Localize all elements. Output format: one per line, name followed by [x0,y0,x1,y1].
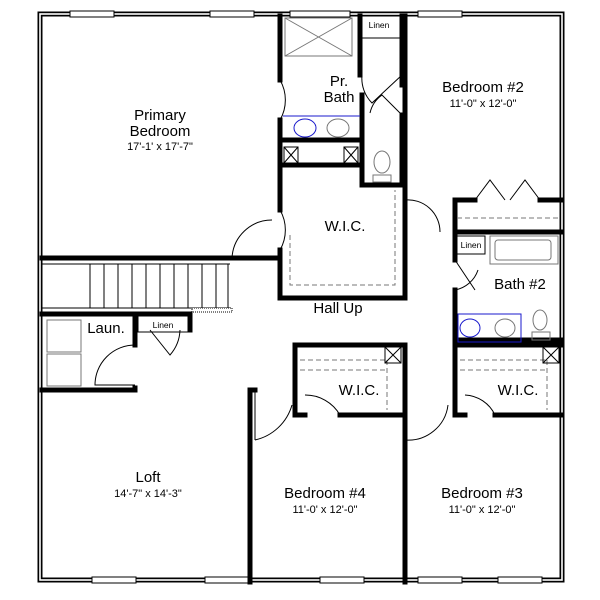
doors [94,74,541,441]
bedroom4-wic-label: W.I.C. [339,382,380,399]
laundry-label: Laun. [87,320,125,337]
primary-linen-closet [361,15,403,39]
primary-wic-label: W.I.C. [325,218,366,235]
bedroom2-label: Bedroom #2 [442,79,524,96]
sink-icon [326,118,350,138]
bedroom3-label: Bedroom #3 [441,485,523,502]
primary-bedroom-label: Bedroom [130,123,191,140]
primary-bedroom-label: Primary [134,107,186,124]
bath2-label: Bath #2 [494,276,546,293]
dryer [46,353,82,387]
interior-walls [39,13,565,585]
bedroom3-wic-label: W.I.C. [498,382,539,399]
stairs [42,263,233,313]
bathtub [489,235,559,265]
bath2-linen-label: Linen [461,240,482,250]
bath2-linen-closet [456,235,486,255]
room-labels: Primary Bedroom 17'-1' x 17'-7" Pr. Bath… [87,20,546,516]
primary-bath-label: Bath [324,89,355,106]
sink-icon [293,118,317,138]
primary-linen-label: Linen [369,20,390,30]
bedroom3-dims: 11'-0" x 12'-0" [449,504,516,516]
primary-bath-label: Pr. [330,73,348,90]
windows [69,10,543,584]
shower [284,17,353,57]
laundry-linen-label: Linen [153,320,174,330]
fixtures [46,15,560,410]
sink-icon [494,318,516,338]
washer [46,319,82,353]
toilet-icon [532,309,548,331]
laundry-linen-closet [137,315,189,333]
sink-icon [459,318,481,338]
toilet-icon [373,150,391,174]
hall-label: Hall Up [313,300,362,317]
bedroom4-label: Bedroom #4 [284,485,366,502]
bedroom4-dims: 11'-0' x 12'-0" [292,504,357,516]
primary-bedroom-dims: 17'-1' x 17'-7" [127,141,193,153]
bedroom2-dims: 11'-0" x 12'-0" [450,98,517,110]
loft-dims: 14'-7" x 14'-3" [114,488,182,500]
loft-label: Loft [135,469,161,486]
